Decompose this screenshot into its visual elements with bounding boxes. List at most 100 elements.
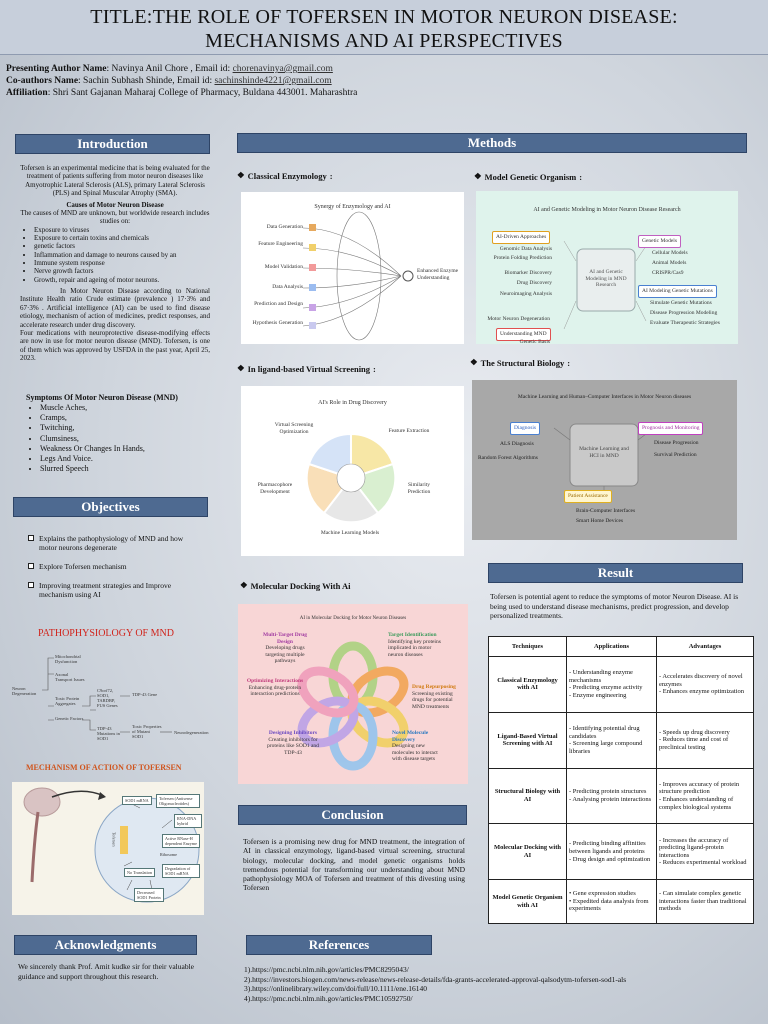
genetic-left-item: Genomic Data Analysis: [499, 246, 552, 252]
diamond-bullet-icon: ❖: [237, 363, 245, 373]
presenting-author-email[interactable]: chorenavinya@gmail.com: [232, 64, 333, 74]
diamond-bullet-icon: ❖: [237, 170, 245, 180]
diagnosis-box: Diagnosis: [510, 422, 540, 435]
moa-label: SOD1 mRNA: [122, 796, 152, 805]
ligand-item: Feature Extraction: [388, 428, 430, 434]
technique-cell: Structural Biology with AI: [488, 767, 567, 825]
genetic-organism-diagram: AI and Genetic Modeling in Motor Neuron …: [476, 191, 738, 345]
enzymology-center: Enhanced Enzyme Understanding: [417, 268, 459, 281]
intro-paragraph-3: Four medications with neuroprotective di…: [20, 328, 210, 363]
genetic-right-item: CRISPR/Cas9: [652, 270, 684, 276]
table-row: Structural Biology with AI - Predicting …: [488, 767, 754, 825]
coauthors-value: : Sachin Subhash Shinde, Email id:: [78, 76, 215, 86]
reference-link[interactable]: 1).https://pmc.ncbi.nlm.nih.gov/articles…: [244, 965, 409, 974]
introduction-body: Tofersen is an experimental medicine tha…: [20, 164, 210, 366]
checkbox-icon: [28, 563, 34, 569]
presenting-author-label: Presenting Author Name: [6, 64, 107, 74]
moa-label: No Translation: [124, 868, 156, 877]
structural-item: ALS Diagnosis: [500, 441, 534, 447]
advantage-cell: - Accelerates discovery of novel enzymes…: [656, 656, 754, 713]
ligand-item: Machine Learning Models: [320, 530, 380, 536]
classical-enzymology-label: ❖Classical Enzymology:: [237, 170, 333, 181]
reference-link[interactable]: 3).https://onlinelibrary.wiley.com/doi/f…: [244, 984, 427, 993]
advantage-cell: - Improves accuracy of protein structure…: [656, 767, 754, 825]
technique-cell: Model Genetic Organism with AI: [488, 879, 567, 924]
symptoms-list: Muscle Aches, Cramps, Twitching, Clumsin…: [26, 403, 216, 474]
enzymology-lines: [302, 211, 414, 341]
coauthors-label: Co-authors Name: [6, 76, 79, 86]
objective-item: Explains the pathophysiology of MND and …: [28, 534, 198, 552]
structural-item: Smart Home Devices: [576, 518, 624, 524]
patho-root: Neuron Degeneration: [12, 686, 37, 696]
introduction-header: Introduction: [15, 134, 210, 154]
patho-node: Toxic Protein Aggregates: [55, 696, 80, 706]
molecular-docking-diagram: AI in Molecular Docking for Motor Neuron…: [238, 604, 468, 784]
moa-label: Decreased SOD1 Protein: [134, 888, 164, 902]
diagram-title: Synergy of Enzymology and AI: [314, 204, 391, 210]
patient-assistance-box: Patient Assistance: [564, 490, 612, 503]
genetic-left-item: Protein Folding Prediction: [493, 255, 552, 261]
intro-paragraph-1: Tofersen is an experimental medicine tha…: [20, 164, 210, 198]
moa-label: Tofersen (Antisense Oligonucleotides): [156, 794, 200, 808]
enzymology-item: Model Validation: [264, 264, 303, 270]
genetic-models-box: Genetic Models: [638, 235, 681, 248]
results-table: Techniques Applications Advantages Class…: [488, 636, 754, 924]
symptom-item: Weakness Or Changes In Hands,: [40, 444, 216, 454]
symptoms-block: Symptoms Of Motor Neuron Disease (MND) M…: [26, 393, 216, 474]
genetic-organism-label: ❖Model Genetic Organism:: [474, 171, 583, 182]
ai-driven-approaches-box: AI-Driven Approaches: [492, 231, 551, 244]
enzymology-item: Data Generation: [266, 224, 303, 230]
moa-label: Active RNase-H dependent Enzyme: [162, 834, 200, 848]
structural-item: Random Forest Algorithms: [478, 455, 538, 461]
classical-enzymology-diagram: Synergy of Enzymology and AI Data Genera…: [241, 192, 464, 344]
causes-list: Exposure to viruses Exposure to certain …: [20, 226, 210, 284]
structural-biology-label: ❖The Structural Biology:: [470, 357, 571, 368]
symptom-item: Clumsiness,: [40, 434, 216, 444]
cause-item: Nerve growth factors: [34, 267, 210, 275]
pathophysiology-connectors: [42, 657, 172, 733]
diamond-bullet-icon: ❖: [474, 171, 482, 181]
advantage-cell: - Can simulate complex genetic interacti…: [656, 879, 754, 924]
coauthor-email[interactable]: sachinshinde4221@gmail.com: [214, 76, 332, 86]
column-header: Techniques: [488, 636, 567, 657]
objective-item: Explore Tofersen mechanism: [28, 562, 198, 571]
objective-item: Improving treatment strategies and Impro…: [28, 581, 198, 599]
cause-item: genetic factors: [34, 242, 210, 250]
symptom-item: Twitching,: [40, 423, 216, 433]
table-row: Molecular Docking with AI - Predicting b…: [488, 823, 754, 881]
reference-link[interactable]: 2).https://investors.biogen.com/news-rel…: [244, 974, 627, 984]
genetic-left-item: Biomarker Discovery: [504, 270, 553, 276]
patho-node: Axonal Transport Issues: [55, 672, 85, 682]
enzymology-item: Hypothesis Generation: [252, 320, 303, 326]
genetic-right-item: Evaluate Therapeutic Strategies: [650, 320, 720, 326]
moa-label: Degradation of SOD1 mRNA: [162, 864, 200, 878]
patho-effect: Toxic Properties of Mutant SOD1: [132, 724, 162, 739]
acknowledgments-text: We sincerely thank Prof. Amit kudke sir …: [18, 962, 194, 981]
reference-link[interactable]: 4).https://pmc.ncbi.nlm.nih.gov/articles…: [244, 993, 413, 1003]
ligand-screening-label: ❖In ligand-based Virtual Screening:: [237, 363, 376, 374]
column-header: Advantages: [656, 636, 754, 657]
causes-intro: The causes of MND are unknown, but world…: [20, 209, 210, 226]
table-header-row: Techniques Applications Advantages: [488, 636, 754, 657]
ligand-item: Pharmacophore Development: [257, 482, 293, 495]
result-text: Tofersen is potential agent to reduce th…: [490, 592, 739, 620]
table-row: Model Genetic Organism with AI • Gene ex…: [488, 879, 754, 924]
genetic-right-item: Simulate Genetic Mutations: [650, 300, 712, 306]
objectives-list: Explains the pathophysiology of MND and …: [28, 534, 198, 599]
poster-title: TITLE:THE ROLE OF TOFERSEN IN MOTOR NEUR…: [0, 0, 768, 55]
enzymology-item: Data Analysis: [272, 284, 303, 290]
advantage-cell: - Increases the accuracy of predicting l…: [656, 823, 754, 881]
causes-title: Causes of Motor Neuron Disease: [66, 200, 164, 209]
methods-header: Methods: [237, 133, 747, 153]
advantage-cell: - Speeds up drug discovery - Reduces tim…: [656, 711, 754, 769]
genetic-lines: [563, 240, 647, 330]
author-block: Presenting Author Name: Navinya Anil Cho…: [6, 63, 766, 99]
structural-lines: [553, 423, 655, 492]
moa-diagram: SOD1 mRNA Tofersen (Antisense Oligonucle…: [12, 782, 204, 915]
pathophysiology-diagram: Neuron Degeneration Mitochondrial Dysfun…: [12, 648, 222, 753]
diamond-bullet-icon: ❖: [240, 580, 248, 590]
